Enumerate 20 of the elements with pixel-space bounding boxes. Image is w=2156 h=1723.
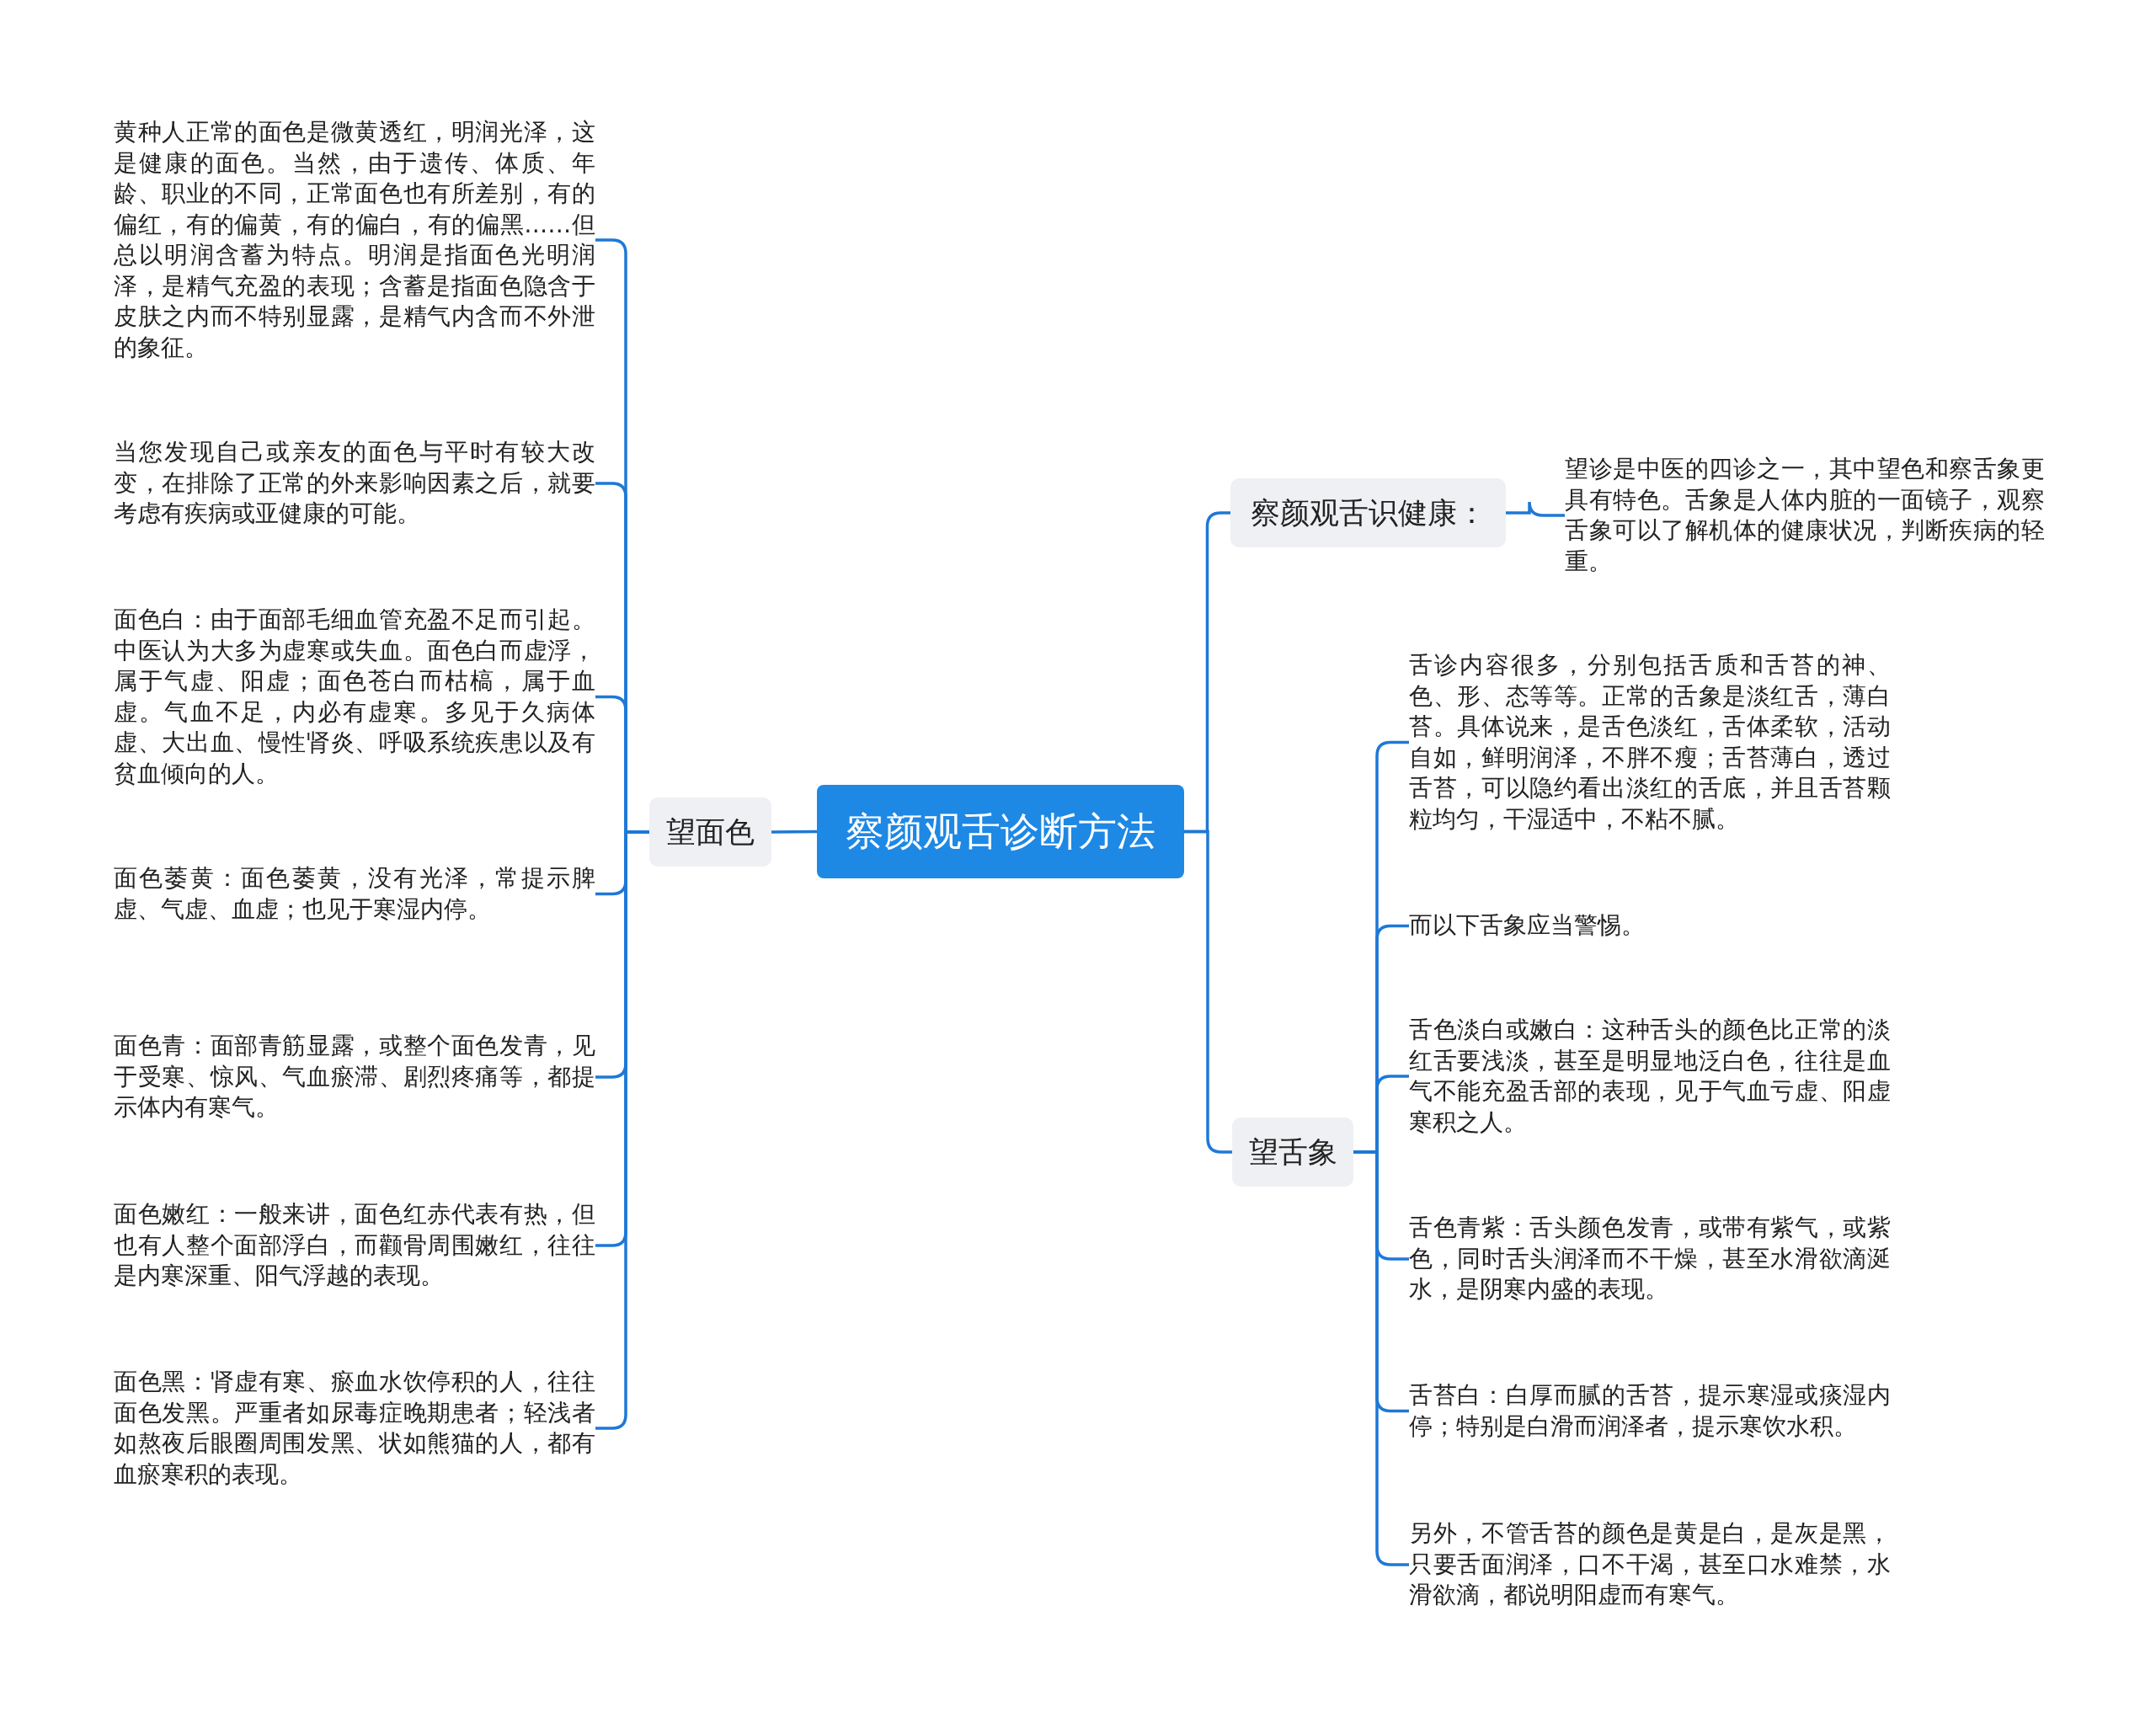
topic-box: 望面色 [649,797,771,867]
note-text: 当您发现自己或亲友的面色与平时有较大改变，在排除了正常的外来影响因素之后，就要考虑有疾病或亚健康的可能。 [114,437,595,530]
connector-line [1506,500,1565,517]
note-text: 面色嫩红：一般来讲，面色红赤代表有热，但也有人整个面部浮白，而颧骨周围嫩红，往往是内寒深重、阳气浮越的表现。 [114,1199,595,1292]
note-text: 面色白：由于面部毛细血管充盈不足而引起。中医认为大多为虚寒或失血。面色白而虚浮，属于气虚、阳虚；面色苍白而枯槁，属于血虚。气血不足，内必有虚寒。多见于久病体虚、大出血、慢性肾炎、呼吸系统疾患以及有贫血倾向的人。 [114,605,595,789]
topic-box: 察颜观舌识健康： [1230,478,1506,547]
connector-line [771,829,817,834]
note-text: 舌色淡白或嫩白：这种舌头的颜色比正常的淡红舌要浅淡，甚至是明显地泛白色，往往是血气不能充盈舌部的表现，见于气血亏虚、阳虚寒积之人。 [1409,1015,1891,1138]
note-text: 舌诊内容很多，分别包括舌质和舌苔的神、色、形、态等等。正常的舌象是淡红舌，薄白苔。具体说来，是舌色淡红，舌体柔软，活动自如，鲜明润泽，不胖不瘦；舌苔薄白，透过舌苔，可以隐约看出淡红的舌底，并且舌苔颗粒均匀，干湿适中，不粘不腻。 [1409,650,1891,835]
note-text: 舌苔白：白厚而腻的舌苔，提示寒湿或痰湿内停；特别是白滑而润泽者，提示寒饮水积。 [1409,1380,1891,1442]
note-text: 望诊是中医的四诊之一，其中望色和察舌象更具有特色。舌象是人体内脏的一面镜子，观察舌象可以了解机体的健康状况，判断疾病的轻重。 [1565,454,2045,577]
note-text: 面色青：面部青筋显露，或整个面色发青，见于受寒、惊风、气血瘀滞、剧烈疼痛等，都提示体内有寒气。 [114,1031,595,1123]
note-text: 面色黑：肾虚有寒、瘀血水饮停积的人，往往面色发黑。严重者如尿毒症晚期患者；轻浅者如熬夜后眼圈周围发黑、状如熊猫的人，都有血瘀寒积的表现。 [114,1367,595,1490]
note-text: 面色萎黄：面色萎黄，没有光泽，常提示脾虚、气虚、血虚；也见于寒湿内停。 [114,863,595,925]
note-text: 舌色青紫：舌头颜色发青，或带有紫气，或紫色，同时舌头润泽而不干燥，甚至水滑欲滴涎水，是阴寒内盛的表现。 [1409,1213,1891,1305]
note-text: 而以下舌象应当警惕。 [1409,910,1891,942]
note-text: 另外，不管舌苔的颜色是黄是白，是灰是黑，只要舌面润泽，口不干渴，甚至口水难禁，水滑欲滴，都说明阳虚而有寒气。 [1409,1518,1891,1611]
central-topic-box: 察颜观舌诊断方法 [817,785,1184,878]
topic-box: 望舌象 [1232,1118,1353,1187]
note-text: 黄种人正常的面色是微黄透红，明润光泽，这是健康的面色。当然，由于遗传、体质、年龄、职业的不同，正常面色也有所差别，有的偏红，有的偏黄，有的偏白，有的偏黑……但总以明润含蓄为特点。明润是指面色光明润泽，是精气充盈的表现；含蓄是指面色隐含于皮肤之内而不特别显露，是精气内含而不外泄的象征。 [114,117,595,363]
